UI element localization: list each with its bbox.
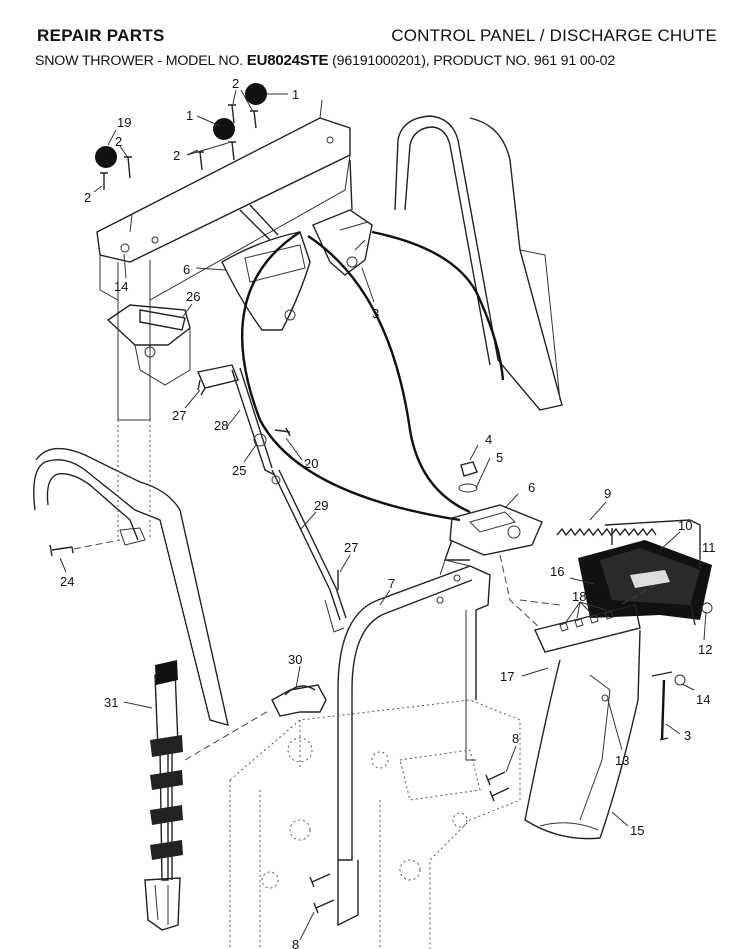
callout-label: 3 <box>684 728 691 743</box>
handlebar-right <box>394 115 563 411</box>
callout-label: 24 <box>60 574 74 589</box>
model-number: EU8024STE <box>246 52 329 69</box>
callout-label: 26 <box>186 289 200 304</box>
subtitle-model-line: SNOW THROWER - MODEL NO. EU8024STE (9619… <box>35 52 615 69</box>
bolts-8 <box>309 771 510 914</box>
callout-label: 4 <box>485 432 492 447</box>
callout-label: 20 <box>304 456 318 471</box>
callout-label: 2 <box>115 134 122 149</box>
callout-label: 9 <box>604 486 611 501</box>
callout-label: 18 <box>572 589 586 604</box>
spring-9 <box>556 527 657 537</box>
callout-label: 15 <box>630 823 644 838</box>
lever-bracket-26 <box>106 304 191 386</box>
callout-label: 1 <box>292 87 299 102</box>
chute-deflector <box>578 519 713 626</box>
callout-label: 12 <box>698 642 712 657</box>
callout-label: 5 <box>496 450 503 465</box>
handlebar-left <box>33 447 229 726</box>
callout-label: 6 <box>528 480 535 495</box>
knob-1-right-icon <box>245 83 267 105</box>
bolt-24 <box>49 539 121 557</box>
subtitle-suffix: (96191000201), PRODUCT NO. 961 91 00-02 <box>328 53 616 69</box>
control-panel-frame <box>96 99 351 540</box>
chute-control-plate <box>221 204 311 331</box>
assembly-leaders <box>499 554 656 629</box>
chute-rotator-bracket <box>444 504 543 561</box>
callout-label: 8 <box>292 937 299 949</box>
callout-label: 14 <box>696 692 710 707</box>
callout-label: 30 <box>288 652 302 667</box>
callout-label: 10 <box>678 518 692 533</box>
callout-leaders <box>59 89 707 941</box>
callout-label: 31 <box>104 695 118 710</box>
chute-rods <box>197 364 347 633</box>
control-cables <box>240 230 505 522</box>
title-repair-parts: REPAIR PARTS <box>37 26 165 45</box>
callout-label: 2 <box>173 148 180 163</box>
callout-label: 3 <box>372 306 379 321</box>
callout-label: 25 <box>232 463 246 478</box>
subtitle-prefix: SNOW THROWER - MODEL NO. <box>35 53 247 69</box>
callout-label: 27 <box>172 408 186 423</box>
callout-label: 1 <box>186 108 193 123</box>
callout-label: 29 <box>314 498 328 513</box>
callout-labels: 1 1 2 2 2 2 19 6 3 14 26 27 28 20 25 4 5… <box>60 76 716 949</box>
callout-label: 28 <box>214 418 228 433</box>
knob-parts <box>95 83 267 168</box>
callout-label: 6 <box>183 262 190 277</box>
callout-label: 14 <box>114 279 128 294</box>
lower-cable-end <box>651 671 686 741</box>
callout-label: 7 <box>388 576 395 591</box>
callout-label: 17 <box>500 669 514 684</box>
discharge-chute <box>524 604 641 840</box>
screws-part-2 <box>100 104 258 190</box>
callout-label: 27 <box>344 540 358 555</box>
callout-label: 2 <box>232 76 239 91</box>
nut-washer <box>458 461 478 493</box>
title-section: CONTROL PANEL / DISCHARGE CHUTE <box>391 26 717 45</box>
callout-label: 11 <box>702 540 716 555</box>
callout-label: 16 <box>550 564 564 579</box>
callout-label: 13 <box>615 753 629 768</box>
shift-lever-bracket <box>312 159 373 276</box>
clamp-30 <box>184 684 327 761</box>
callout-label: 2 <box>84 190 91 205</box>
knob-1-left-icon <box>213 118 235 140</box>
engine-housing <box>229 699 521 949</box>
callout-label: 8 <box>512 731 519 746</box>
handle-support-7 <box>337 559 491 927</box>
crank-31 <box>144 660 183 931</box>
knob-19-icon <box>95 146 117 168</box>
callout-label: 19 <box>117 115 131 130</box>
